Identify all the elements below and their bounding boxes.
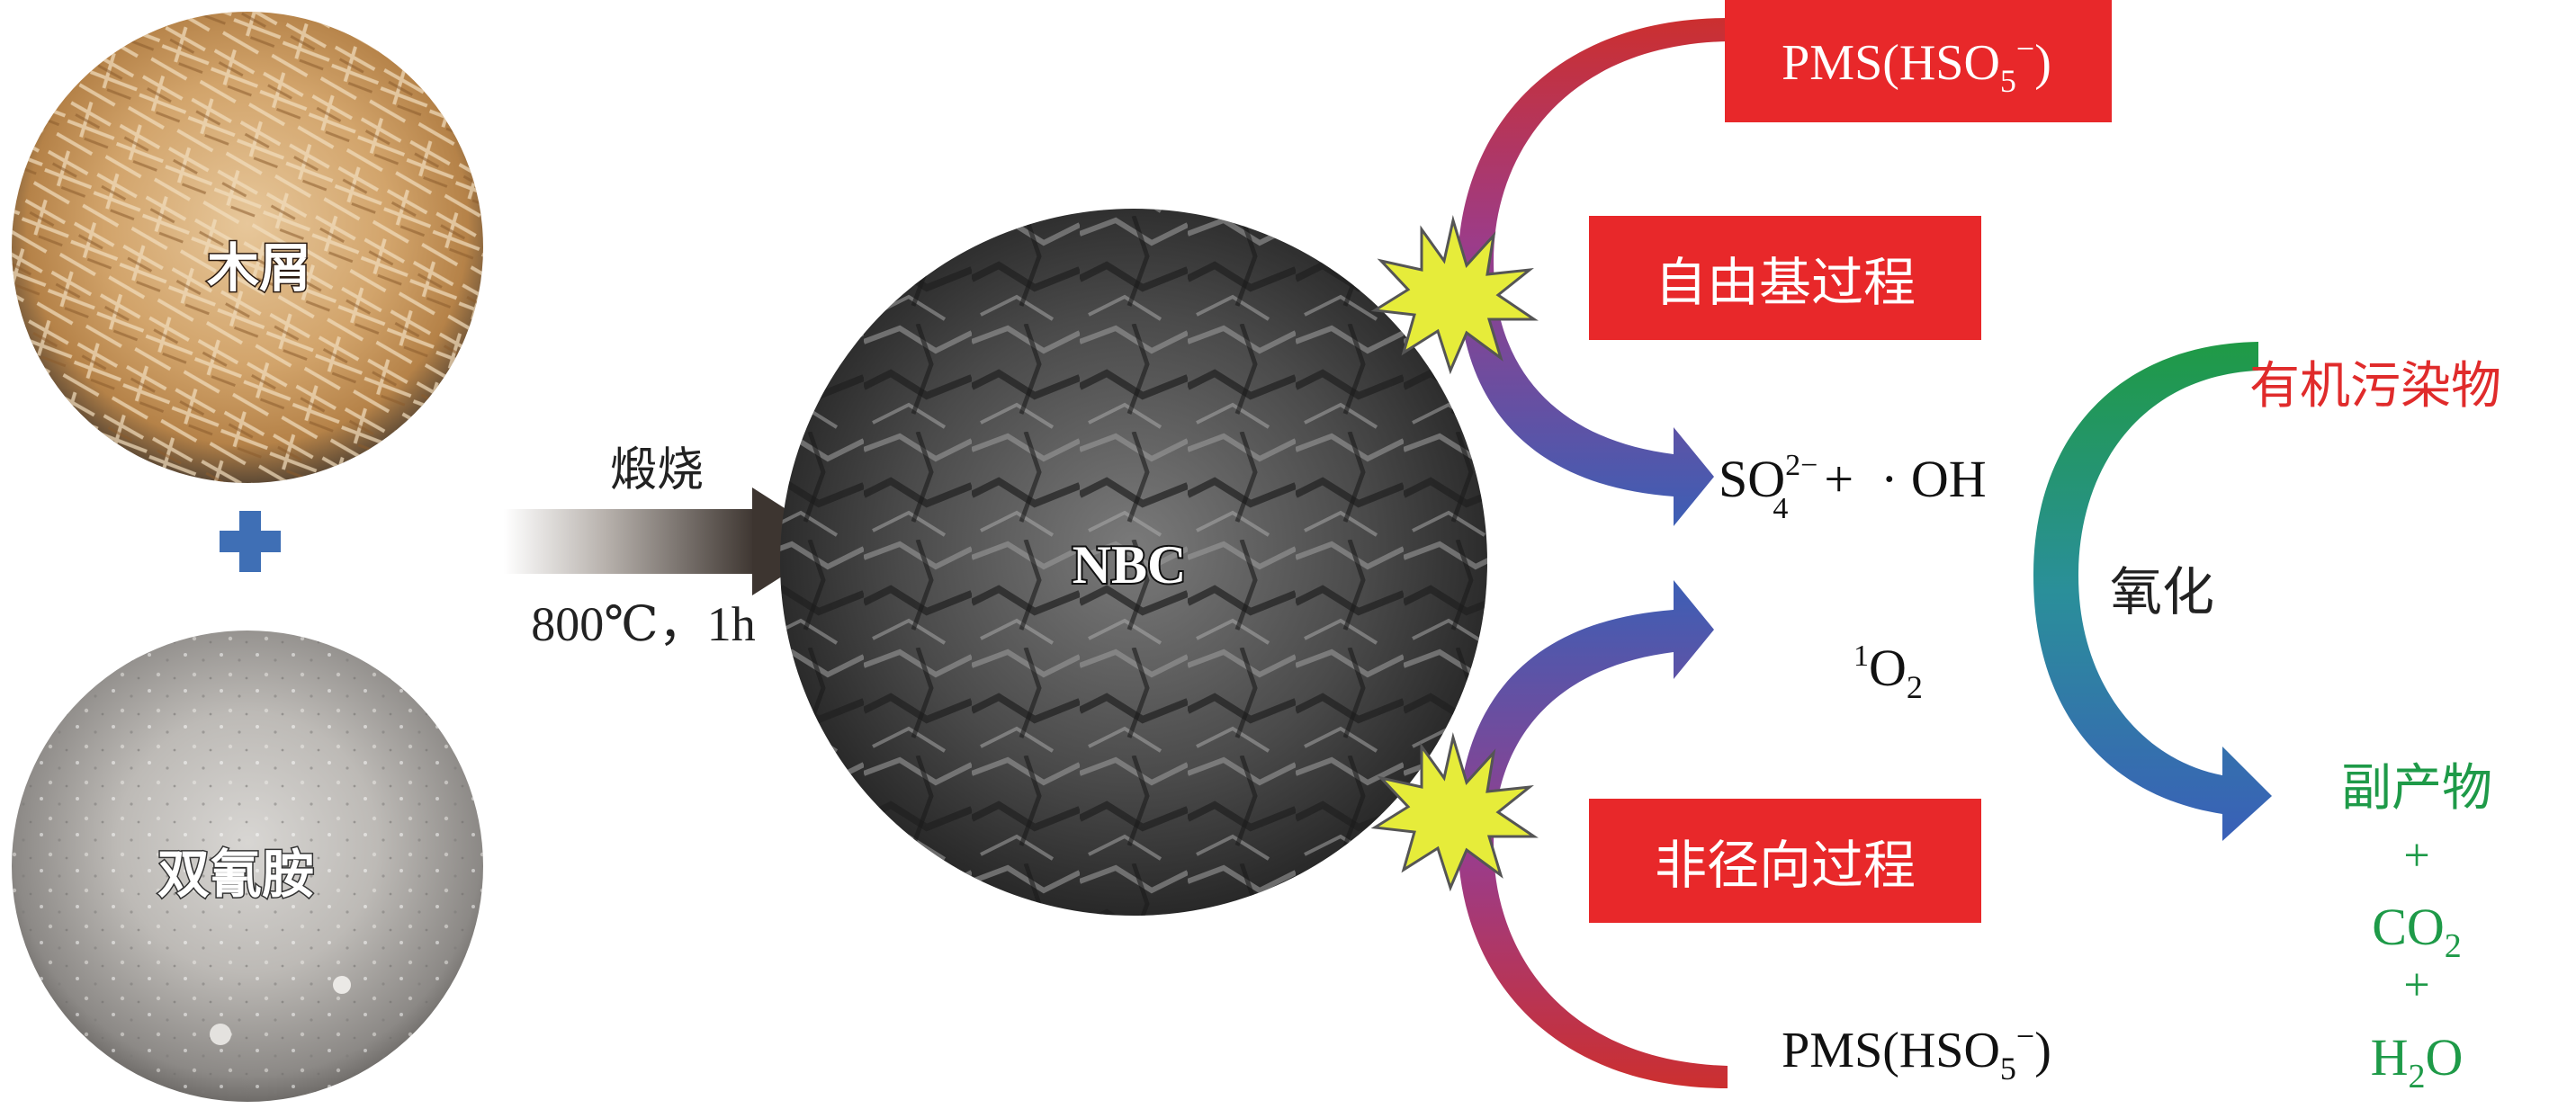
products-plus-1: + [2403,830,2429,881]
plus-cross-icon [220,511,281,572]
co2-label: CO2 [2372,898,2462,965]
nonradical-process-label: 非径向过程 [1655,835,1916,896]
singlet-oxygen-label: 1O2 [1853,639,1923,705]
h2o-label: H2O [2371,1028,2464,1096]
calcination-conditions: 800℃，1h [531,597,755,651]
calcination-label: 煅烧 [610,443,704,497]
oxidation-label: 氧化 [2110,561,2214,622]
radical-process-label: 自由基过程 [1655,252,1916,313]
byproduct-label: 副产物 [2341,759,2492,818]
products-plus-2: + [2403,960,2429,1011]
pms-bottom-label: PMS(HSO5−) [1782,1018,2051,1087]
dicyandiamide-label: 双氰胺 [157,844,314,905]
organic-pollutant-label: 有机污染物 [2249,357,2501,416]
wood-shavings-label: 木屑 [207,237,311,299]
radical-species-label: SO2−4+· OH [1719,449,1987,525]
nbc-label: NBC [1073,535,1187,595]
